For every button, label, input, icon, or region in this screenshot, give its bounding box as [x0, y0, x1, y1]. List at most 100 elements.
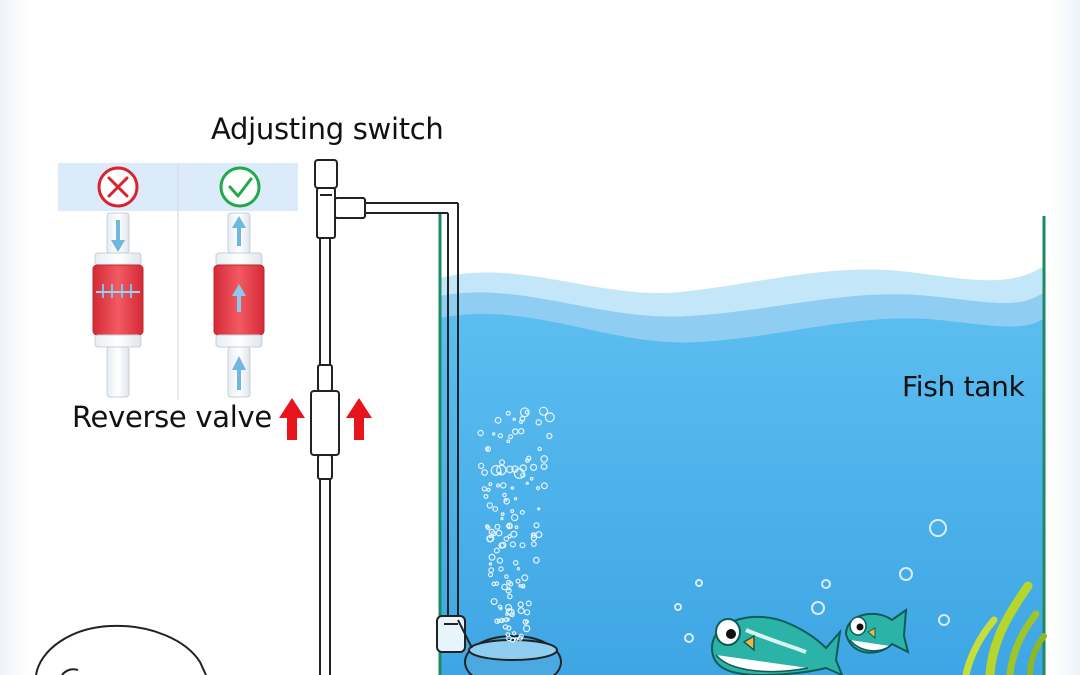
bubble — [499, 459, 506, 466]
bubble — [506, 522, 513, 529]
bubble — [519, 509, 525, 515]
bubble — [538, 406, 549, 416]
bubble — [537, 446, 542, 452]
bubble — [481, 486, 488, 492]
bubble — [540, 482, 548, 490]
bubble — [506, 593, 513, 600]
bubble — [513, 497, 518, 501]
bubble — [535, 419, 542, 426]
tube-clip — [436, 615, 466, 653]
bubble — [508, 434, 514, 440]
adjusting-switch — [314, 159, 366, 239]
bubble — [511, 631, 517, 636]
bubble — [510, 509, 515, 514]
bubble — [535, 531, 543, 539]
bubble — [509, 612, 515, 618]
bubble — [512, 417, 516, 421]
bubble — [518, 419, 524, 424]
bubble — [511, 513, 519, 522]
bubble — [504, 574, 509, 579]
air-tube-system — [319, 202, 459, 675]
bubble — [512, 559, 519, 566]
water-body — [440, 313, 1044, 675]
bubble — [544, 412, 555, 423]
bubble — [540, 463, 548, 471]
bubble — [496, 557, 504, 564]
right-direction-valve — [213, 212, 265, 398]
bubble — [488, 482, 493, 487]
bubble — [532, 556, 540, 564]
bubble — [523, 609, 531, 616]
bubble — [498, 471, 502, 475]
bubble — [525, 600, 532, 607]
bubble — [481, 469, 489, 476]
bubble — [485, 446, 492, 453]
check-circle-icon — [219, 166, 261, 208]
bubble — [529, 463, 538, 471]
bubble — [492, 506, 499, 512]
bubble — [522, 624, 531, 633]
bubble — [503, 617, 510, 623]
bubble — [521, 574, 529, 582]
bubble — [497, 604, 503, 610]
bubble — [502, 624, 509, 630]
bubble — [498, 566, 504, 572]
bubble — [488, 553, 496, 561]
inline-reverse-valve — [310, 364, 340, 480]
adjusting-switch-label: Adjusting switch — [211, 112, 444, 146]
bubble — [529, 476, 534, 481]
bubble — [493, 547, 500, 554]
bubble — [518, 633, 524, 639]
air-stone — [457, 619, 562, 675]
bubble — [546, 432, 553, 440]
bubble — [522, 619, 529, 625]
bubble — [495, 464, 507, 476]
bubble — [517, 607, 525, 615]
bubble — [505, 410, 511, 416]
bubble — [515, 578, 521, 584]
bubble — [510, 486, 515, 490]
air-pump — [35, 624, 207, 675]
bubble — [497, 433, 503, 439]
bubble — [502, 492, 507, 498]
wrong-direction-valve — [92, 212, 144, 398]
bubble — [483, 494, 489, 500]
bubble — [500, 516, 504, 521]
valve-comparison-panel — [58, 163, 298, 400]
bubble — [520, 584, 526, 589]
bubble — [496, 483, 501, 488]
bubble — [506, 579, 512, 586]
bubble — [494, 416, 502, 424]
bubble — [492, 432, 496, 436]
bubble — [485, 525, 491, 531]
bubble — [524, 619, 530, 624]
bubble — [524, 410, 530, 415]
bubble — [499, 617, 505, 624]
bubble — [504, 603, 513, 612]
bubble — [494, 523, 501, 530]
bubble — [499, 541, 507, 549]
up-arrow-icon — [279, 398, 305, 440]
reverse-valve-label: Reverse valve — [72, 400, 272, 434]
bubble — [540, 455, 549, 463]
aquarium-plants — [962, 581, 1047, 675]
bubble — [477, 429, 484, 437]
bubble — [519, 407, 530, 418]
bubble — [511, 465, 519, 473]
bubble — [533, 522, 540, 529]
bubble — [525, 481, 529, 485]
bubble — [490, 598, 498, 606]
bubble — [514, 525, 519, 530]
bubble — [505, 465, 514, 474]
bubble — [503, 497, 508, 502]
bubble — [486, 502, 493, 509]
up-arrow-icon — [346, 398, 372, 440]
bubble — [486, 535, 494, 543]
fish-tank-label: Fish tank — [902, 370, 1025, 403]
bubble — [535, 486, 541, 491]
bubble — [509, 637, 516, 643]
bubble — [506, 587, 511, 591]
bubble — [495, 529, 503, 537]
fish-small — [844, 607, 910, 654]
